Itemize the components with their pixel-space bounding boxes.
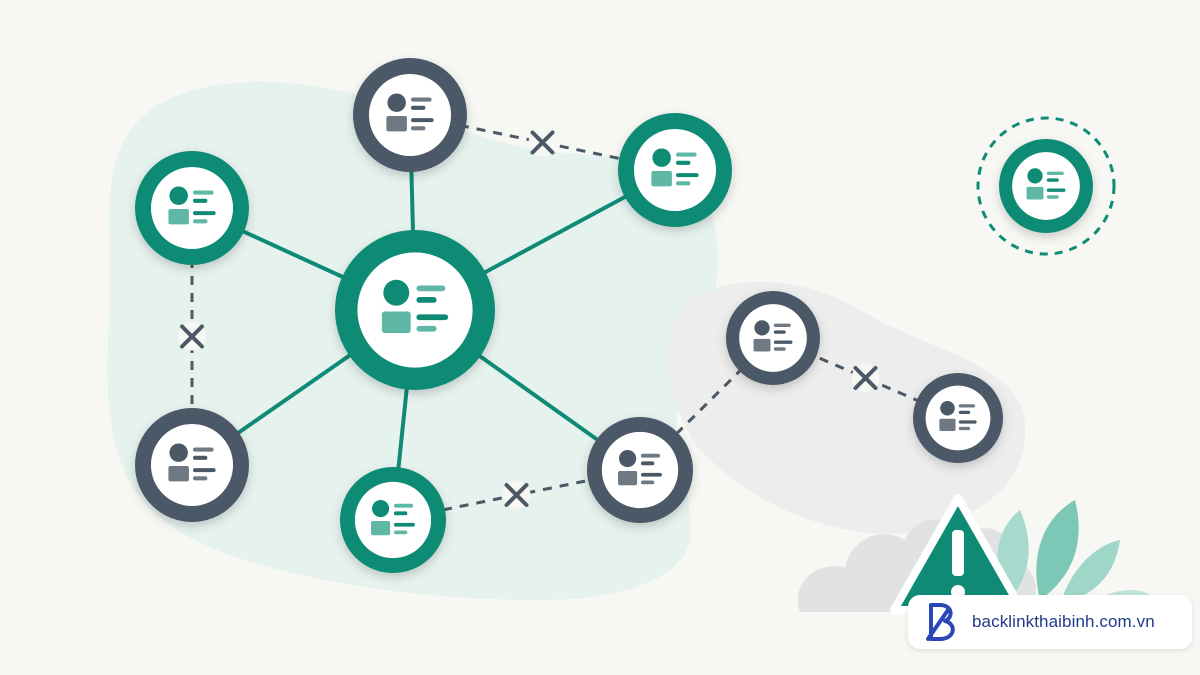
node-bottom-right <box>587 417 693 523</box>
x-mark-icon <box>851 364 880 392</box>
x-mark-icon <box>178 322 206 351</box>
node-left-upper <box>135 151 249 265</box>
node-mid-right <box>726 291 820 385</box>
isolated-node-dashed-ring <box>976 116 1116 256</box>
x-mark-icon <box>502 481 531 509</box>
broken-link-markers <box>178 128 880 509</box>
node-hub <box>335 230 495 390</box>
node-isolated <box>999 139 1093 233</box>
user-profile-card-icon <box>371 499 415 536</box>
watermark-text: backlinkthaibinh.com.vn <box>972 612 1155 631</box>
node-top <box>353 58 467 172</box>
nodes-layer <box>135 58 1093 573</box>
site-watermark: backlinkthaibinh.com.vn <box>908 595 1192 649</box>
brand-b-logo-icon <box>926 603 955 641</box>
user-profile-card-icon <box>1026 168 1066 200</box>
node-top-right <box>618 113 732 227</box>
user-profile-card-icon <box>618 449 662 486</box>
user-profile-card-icon <box>939 400 977 431</box>
user-profile-card-icon <box>386 93 434 132</box>
node-left-lower <box>135 408 249 522</box>
user-profile-card-icon <box>381 279 449 334</box>
node-bottom <box>340 467 446 573</box>
node-far-right <box>913 373 1003 463</box>
user-profile-card-icon <box>753 320 793 352</box>
user-profile-card-icon <box>168 186 216 225</box>
x-mark-icon <box>528 128 557 157</box>
user-profile-card-icon <box>168 443 216 482</box>
user-profile-card-icon <box>651 148 699 187</box>
